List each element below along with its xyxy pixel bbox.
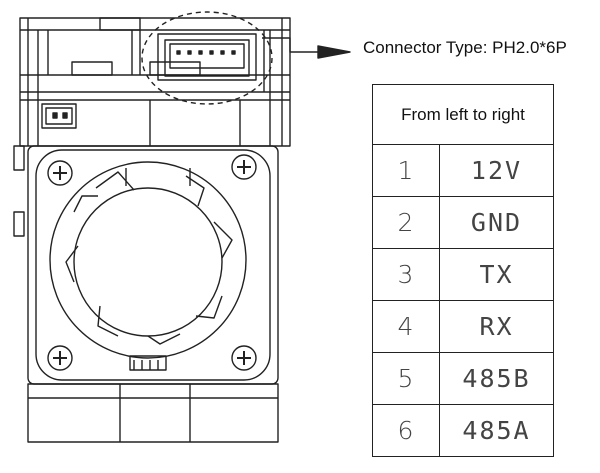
pin-number: 3 (372, 248, 440, 301)
connector-highlight-ellipse (141, 11, 273, 105)
bottom-housing (27, 383, 279, 443)
side-tabs (13, 145, 25, 237)
pinout-row: 6 485A (372, 404, 554, 457)
pin-number: 4 (372, 300, 440, 353)
pin-signal: GND (439, 196, 554, 249)
callout-arrowhead (317, 45, 351, 59)
pin-number: 1 (372, 144, 440, 197)
pinout-row: 2 GND (372, 196, 554, 249)
pin-signal: 485A (439, 404, 554, 457)
pinout-table: From left to right 1 12V 2 GND 3 TX 4 RX… (372, 84, 554, 457)
fan-body (27, 145, 279, 385)
pinout-row: 1 12V (372, 144, 554, 197)
pinout-row: 3 TX (372, 248, 554, 301)
callout-leader-line (262, 37, 320, 53)
pin-signal: RX (439, 300, 554, 353)
pinout-row: 4 RX (372, 300, 554, 353)
top-housing (19, 17, 291, 147)
pin-signal: TX (439, 248, 554, 301)
pinout-header: From left to right (372, 84, 554, 145)
small-two-pin-connector (41, 103, 77, 129)
pin-number: 5 (372, 352, 440, 405)
fan-screws (47, 154, 257, 371)
pin-number: 2 (372, 196, 440, 249)
pinout-header-row: From left to right (372, 84, 554, 145)
six-pin-connector (157, 33, 257, 81)
pinout-row: 5 485B (372, 352, 554, 405)
pin-signal: 12V (439, 144, 554, 197)
pin-signal: 485B (439, 352, 554, 405)
pin-number: 6 (372, 404, 440, 457)
connector-type-label: Connector Type: PH2.0*6P (363, 38, 567, 57)
